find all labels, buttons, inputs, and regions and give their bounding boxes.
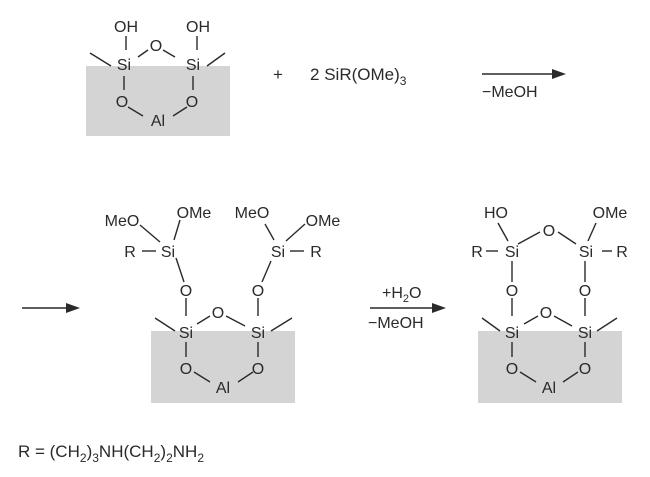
reagent-formula: 2 SiR(OMe)3 xyxy=(310,65,407,88)
atom-r: R xyxy=(616,244,628,261)
atom-o: O xyxy=(506,283,518,300)
atom-si: Si xyxy=(186,57,200,74)
atom-o: O xyxy=(116,94,128,111)
atom-r: R xyxy=(310,244,322,261)
atom-ome: OMe xyxy=(306,213,341,230)
atom-si: Si xyxy=(251,325,265,342)
atom-al: Al xyxy=(151,113,165,130)
atom-oh: OH xyxy=(186,19,210,36)
atom-si: Si xyxy=(505,244,519,261)
r-group-definition: R = (CH2)3NH(CH2)2NH2 xyxy=(18,442,204,465)
atom-meo: MeO xyxy=(105,213,140,230)
atom-o: O xyxy=(540,305,552,322)
step2-condition-bottom: −MeOH xyxy=(368,315,424,332)
atom-o: O xyxy=(579,283,591,300)
atom-si: Si xyxy=(579,244,593,261)
atom-al: Al xyxy=(542,380,556,397)
step1-condition: −MeOH xyxy=(482,84,538,101)
atom-ome: OMe xyxy=(177,205,212,222)
atom-o: O xyxy=(506,361,518,378)
atom-si: Si xyxy=(505,325,519,342)
atom-o: O xyxy=(212,305,224,322)
atom-si: Si xyxy=(271,244,285,261)
plus-sign: + xyxy=(273,65,283,84)
atom-ome: OMe xyxy=(593,205,628,222)
alumina-surface xyxy=(151,331,295,403)
atom-o: O xyxy=(543,223,555,240)
intermediate-structure: MeO OMe MeO OMe R Si Si R O O O Si Si O … xyxy=(105,205,341,403)
atom-al: Al xyxy=(216,380,230,397)
reaction-arrow-continue xyxy=(22,303,80,313)
atom-r: R xyxy=(124,244,136,261)
atom-o: O xyxy=(186,94,198,111)
alumina-surface xyxy=(478,331,622,403)
atom-si: Si xyxy=(179,325,193,342)
atom-o: O xyxy=(252,283,264,300)
atom-si: Si xyxy=(578,325,592,342)
reaction-arrow-1 xyxy=(482,69,566,79)
atom-oh: OH xyxy=(114,19,138,36)
atom-o: O xyxy=(150,38,162,55)
atom-meo: MeO xyxy=(235,205,270,222)
atom-o: O xyxy=(180,361,192,378)
reactant-surface-structure: OH OH O Si Si O O Al xyxy=(86,19,230,136)
atom-si: Si xyxy=(161,244,175,261)
atom-si: Si xyxy=(117,57,131,74)
atom-ho: HO xyxy=(484,205,508,222)
alumina-surface xyxy=(86,66,230,136)
atom-o: O xyxy=(579,361,591,378)
atom-o: O xyxy=(180,283,192,300)
atom-r: R xyxy=(471,244,483,261)
product-structure: HO OMe O R Si Si R O O O Si Si O O Al xyxy=(471,205,628,403)
reaction-arrow-2 xyxy=(370,303,446,313)
atom-o: O xyxy=(252,361,264,378)
step2-condition-top: +H2O xyxy=(382,285,421,305)
